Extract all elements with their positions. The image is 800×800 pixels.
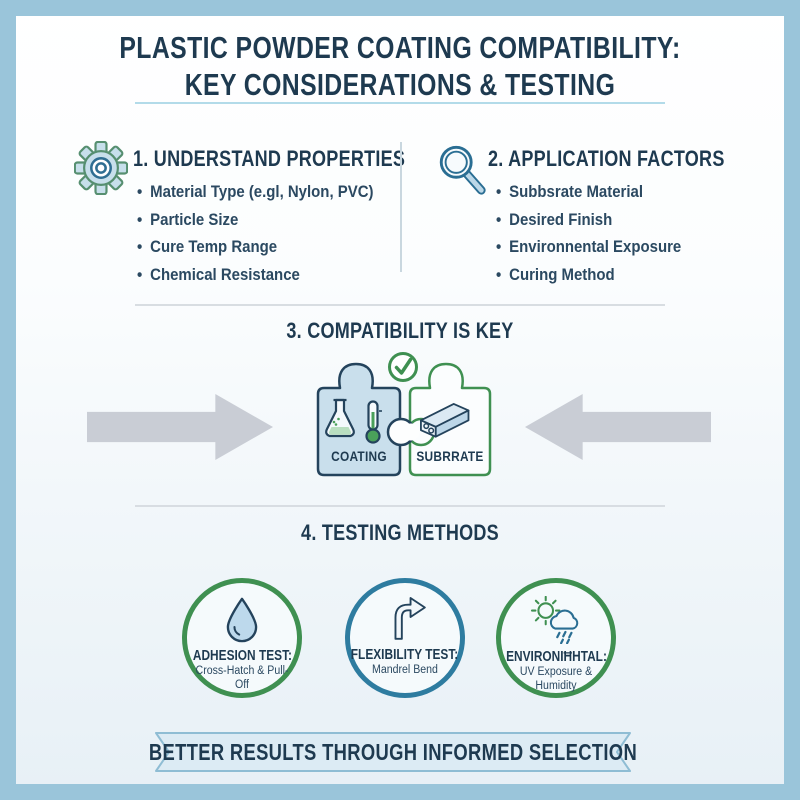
method-subtitle: Cross-Hatch & Pull-Off (195, 665, 289, 691)
column-divider (400, 142, 402, 272)
page-title: PLASTIC POWDER COATING COMPATIBILITY: KE… (0, 29, 800, 103)
arrow-right-icon (87, 394, 273, 460)
list-item: Curing Method (496, 261, 681, 289)
method-title: ADHESION TEST: (192, 648, 292, 664)
magnifier-icon (439, 145, 486, 195)
coating-label: COATING (331, 448, 387, 464)
section-divider-bottom (135, 505, 665, 507)
method-title: ENVIRONIĦHTAL: (505, 649, 607, 665)
list-item: Chemical Resistance (137, 261, 374, 289)
gear-icon (74, 141, 128, 195)
list-item: Environnental Exposure (496, 233, 681, 261)
substrate-label: SUBRRATE (416, 448, 484, 464)
section-2-heading: 2. APPLICATION FACTORS (488, 146, 725, 171)
puzzle-pieces-graphic (316, 352, 492, 477)
banner-text: BETTER RESULTS THROUGH INFORMED SELECTIO… (148, 738, 638, 765)
title-line-1: PLASTIC POWDER COATING COMPATIBILITY: (119, 30, 681, 65)
method-subtitle: Mandrel Bend (372, 664, 438, 676)
banner-ribbon: BETTER RESULTS THROUGH INFORMED SELECTIO… (148, 732, 638, 772)
section-3-heading: 3. COMPATIBILITY IS KEY (286, 318, 514, 343)
section-1-heading: 1. UNDERSTAND PROPERTIES (133, 146, 406, 171)
droplet-icon (226, 597, 258, 643)
section-divider-top (135, 304, 665, 306)
method-card-environmental: ENVIRONIĦHTAL: UV Exposure & Humidity (496, 578, 616, 698)
curved-arrow-icon (394, 597, 426, 640)
section-1-bullet-list: Material Type (e.gl, Nylon, PVC) Particl… (137, 178, 406, 288)
arrow-left-icon (525, 394, 711, 460)
coating-puzzle-piece (316, 362, 402, 477)
method-subtitle: UV Exposure & Humidity (519, 666, 593, 692)
thermometer-icon (365, 400, 382, 444)
list-item: Desired Finish (496, 206, 681, 234)
section-2-bullet-list: Subbsrate Material Desired Finish Enviro… (496, 178, 707, 288)
title-underline (135, 102, 665, 104)
list-item: Cure Temp Range (137, 233, 374, 261)
method-card-flexibility: FLEXIBILITY TEST: Mandrel Bend (345, 578, 465, 698)
list-item: Subbsrate Material (496, 178, 681, 206)
check-icon (388, 352, 418, 382)
method-title: FLEXIBILITY TEST: (351, 647, 459, 663)
flask-icon (325, 398, 355, 438)
beam-icon (420, 403, 470, 438)
method-card-adhesion: ADHESION TEST: Cross-Hatch & Pull-Off (182, 578, 302, 698)
title-line-2: KEY CONSIDERATIONS & TESTING (184, 67, 616, 102)
section-4-heading: 4. TESTING METHODS (301, 520, 499, 545)
ribbon-shape (155, 732, 631, 772)
list-item: Particle Size (137, 206, 374, 234)
sun-cloud-rain-icon (530, 596, 579, 644)
list-item: Material Type (e.gl, Nylon, PVC) (137, 178, 373, 206)
